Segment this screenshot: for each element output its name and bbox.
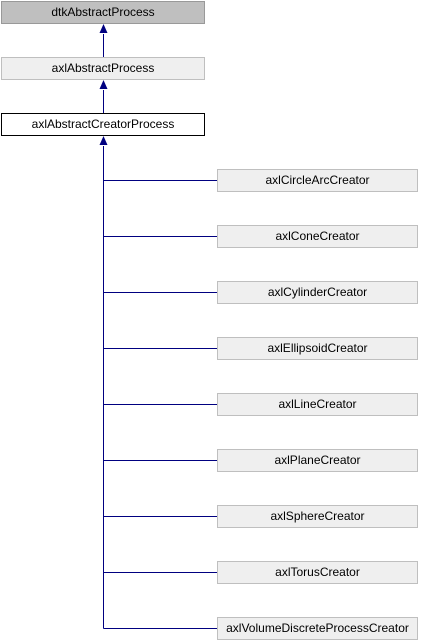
node-axl-circle-arc-creator[interactable]: axlCircleArcCreator [217,169,418,192]
node-axl-ellipsoid-creator[interactable]: axlEllipsoidCreator [217,337,418,360]
node-axl-abstract-creator-process[interactable]: axlAbstractCreatorProcess [1,113,205,136]
node-axl-volume-discrete-process-creator[interactable]: axlVolumeDiscreteProcessCreator [217,617,418,640]
node-axl-cone-creator[interactable]: axlConeCreator [217,225,418,248]
edge-arrow-axl [99,80,108,89]
node-axl-abstract-process[interactable]: axlAbstractProcess [1,57,205,80]
node-axl-plane-creator[interactable]: axlPlaneCreator [217,449,418,472]
node-axl-sphere-creator[interactable]: axlSphereCreator [217,505,418,528]
node-axl-cylinder-creator[interactable]: axlCylinderCreator [217,281,418,304]
node-axl-torus-creator[interactable]: axlTorusCreator [217,561,418,584]
edge-arrow-dtk [99,24,108,33]
edge-arrow-creator [99,136,108,145]
node-axl-line-creator[interactable]: axlLineCreator [217,393,418,416]
node-dtk-abstract-process[interactable]: dtkAbstractProcess [1,1,205,24]
